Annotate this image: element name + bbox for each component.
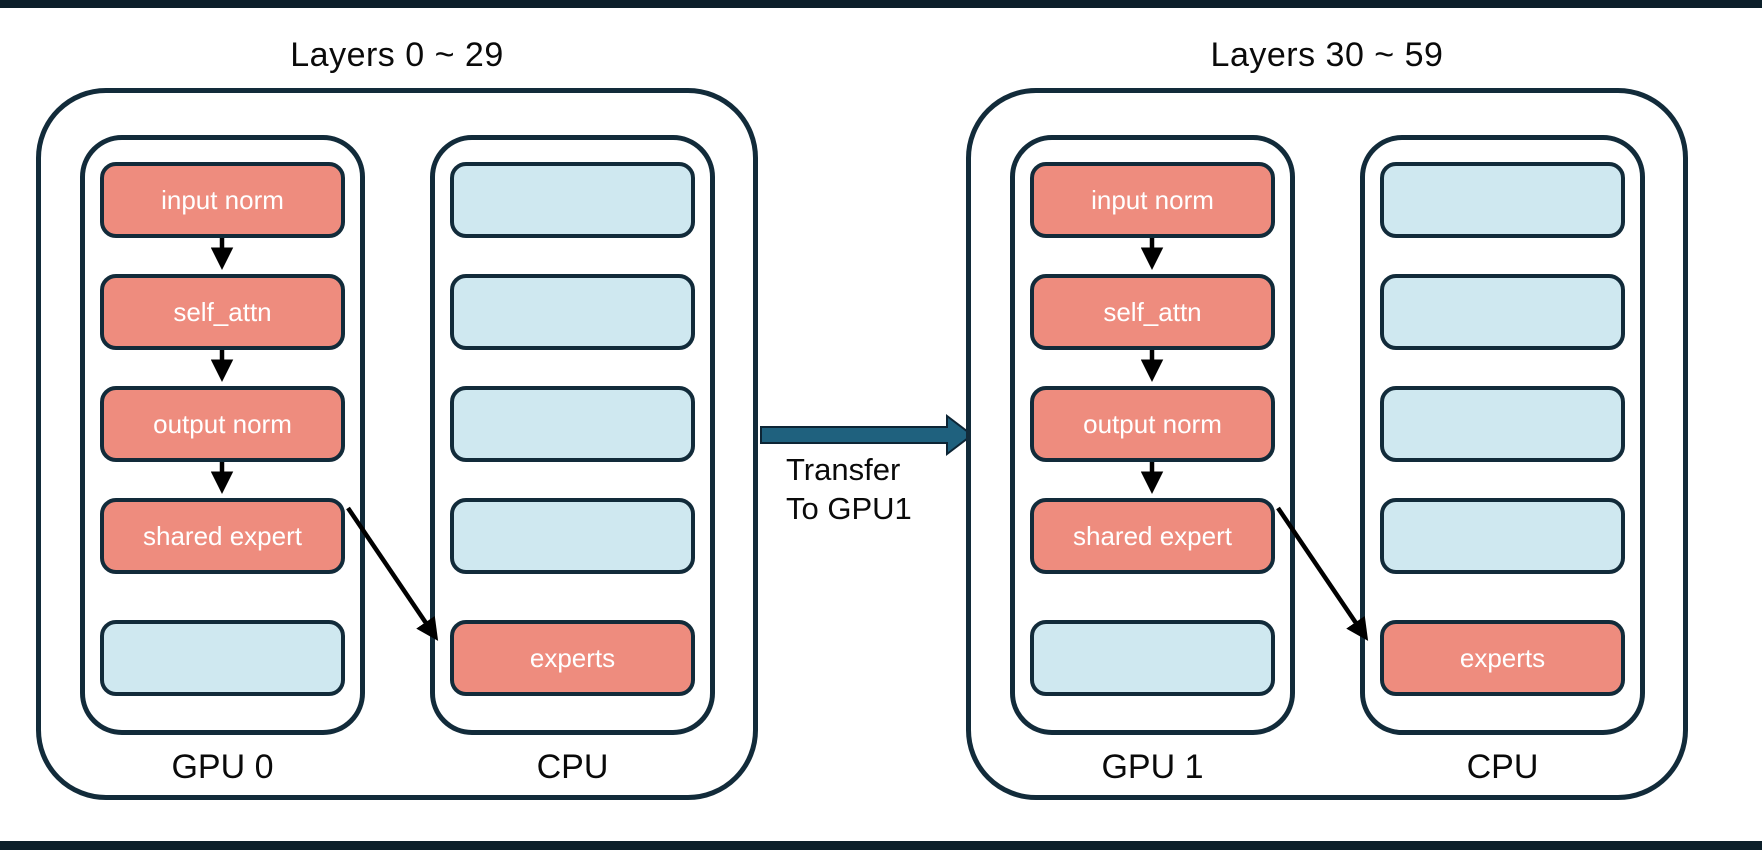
module-empty-slot — [1380, 274, 1625, 350]
cpu-column: experts — [1360, 135, 1645, 735]
module-empty-slot — [450, 162, 695, 238]
module-self-attn: self_attn — [1030, 274, 1275, 350]
node-boundary-box: input norm self_attn output norm shared … — [36, 88, 758, 800]
gpu-label: GPU 0 — [171, 748, 274, 786]
module-empty-slot — [450, 274, 695, 350]
module-self-attn: self_attn — [100, 274, 345, 350]
module-empty-slot — [1380, 498, 1625, 574]
node-boundary-box: input norm self_attn output norm shared … — [966, 88, 1688, 800]
transfer-label-line2: To GPU1 — [786, 491, 912, 526]
module-empty-slot — [1380, 162, 1625, 238]
gpu1-column: input norm self_attn output norm shared … — [1010, 135, 1295, 735]
layer-group-1: Layers 30 ~ 59 input norm self_attn outp… — [966, 36, 1688, 802]
module-shared-expert: shared expert — [1030, 498, 1275, 574]
top-letterbox-bar — [0, 0, 1762, 8]
group-title: Layers 30 ~ 59 — [1210, 36, 1444, 74]
cpu-column: experts — [430, 135, 715, 735]
cpu-label: CPU — [536, 748, 609, 786]
gpu-label: GPU 1 — [1101, 748, 1204, 786]
module-experts: experts — [1380, 620, 1625, 696]
module-experts: experts — [450, 620, 695, 696]
gpu0-column: input norm self_attn output norm shared … — [80, 135, 365, 735]
module-output-norm: output norm — [1030, 386, 1275, 462]
group-title: Layers 0 ~ 29 — [290, 36, 504, 74]
module-input-norm: input norm — [1030, 162, 1275, 238]
module-empty-slot — [450, 386, 695, 462]
cpu-label: CPU — [1466, 748, 1539, 786]
layer-group-0: Layers 0 ~ 29 input norm self_attn outpu… — [36, 36, 758, 802]
module-empty-slot — [1030, 620, 1275, 696]
transfer-label: Transfer To GPU1 — [786, 450, 986, 528]
transfer-label-line1: Transfer — [786, 452, 901, 487]
module-output-norm: output norm — [100, 386, 345, 462]
module-empty-slot — [450, 498, 695, 574]
module-shared-expert: shared expert — [100, 498, 345, 574]
transfer-arrow-icon — [760, 413, 974, 457]
module-empty-slot — [1380, 386, 1625, 462]
bottom-letterbox-bar — [0, 841, 1762, 850]
module-empty-slot — [100, 620, 345, 696]
module-input-norm: input norm — [100, 162, 345, 238]
